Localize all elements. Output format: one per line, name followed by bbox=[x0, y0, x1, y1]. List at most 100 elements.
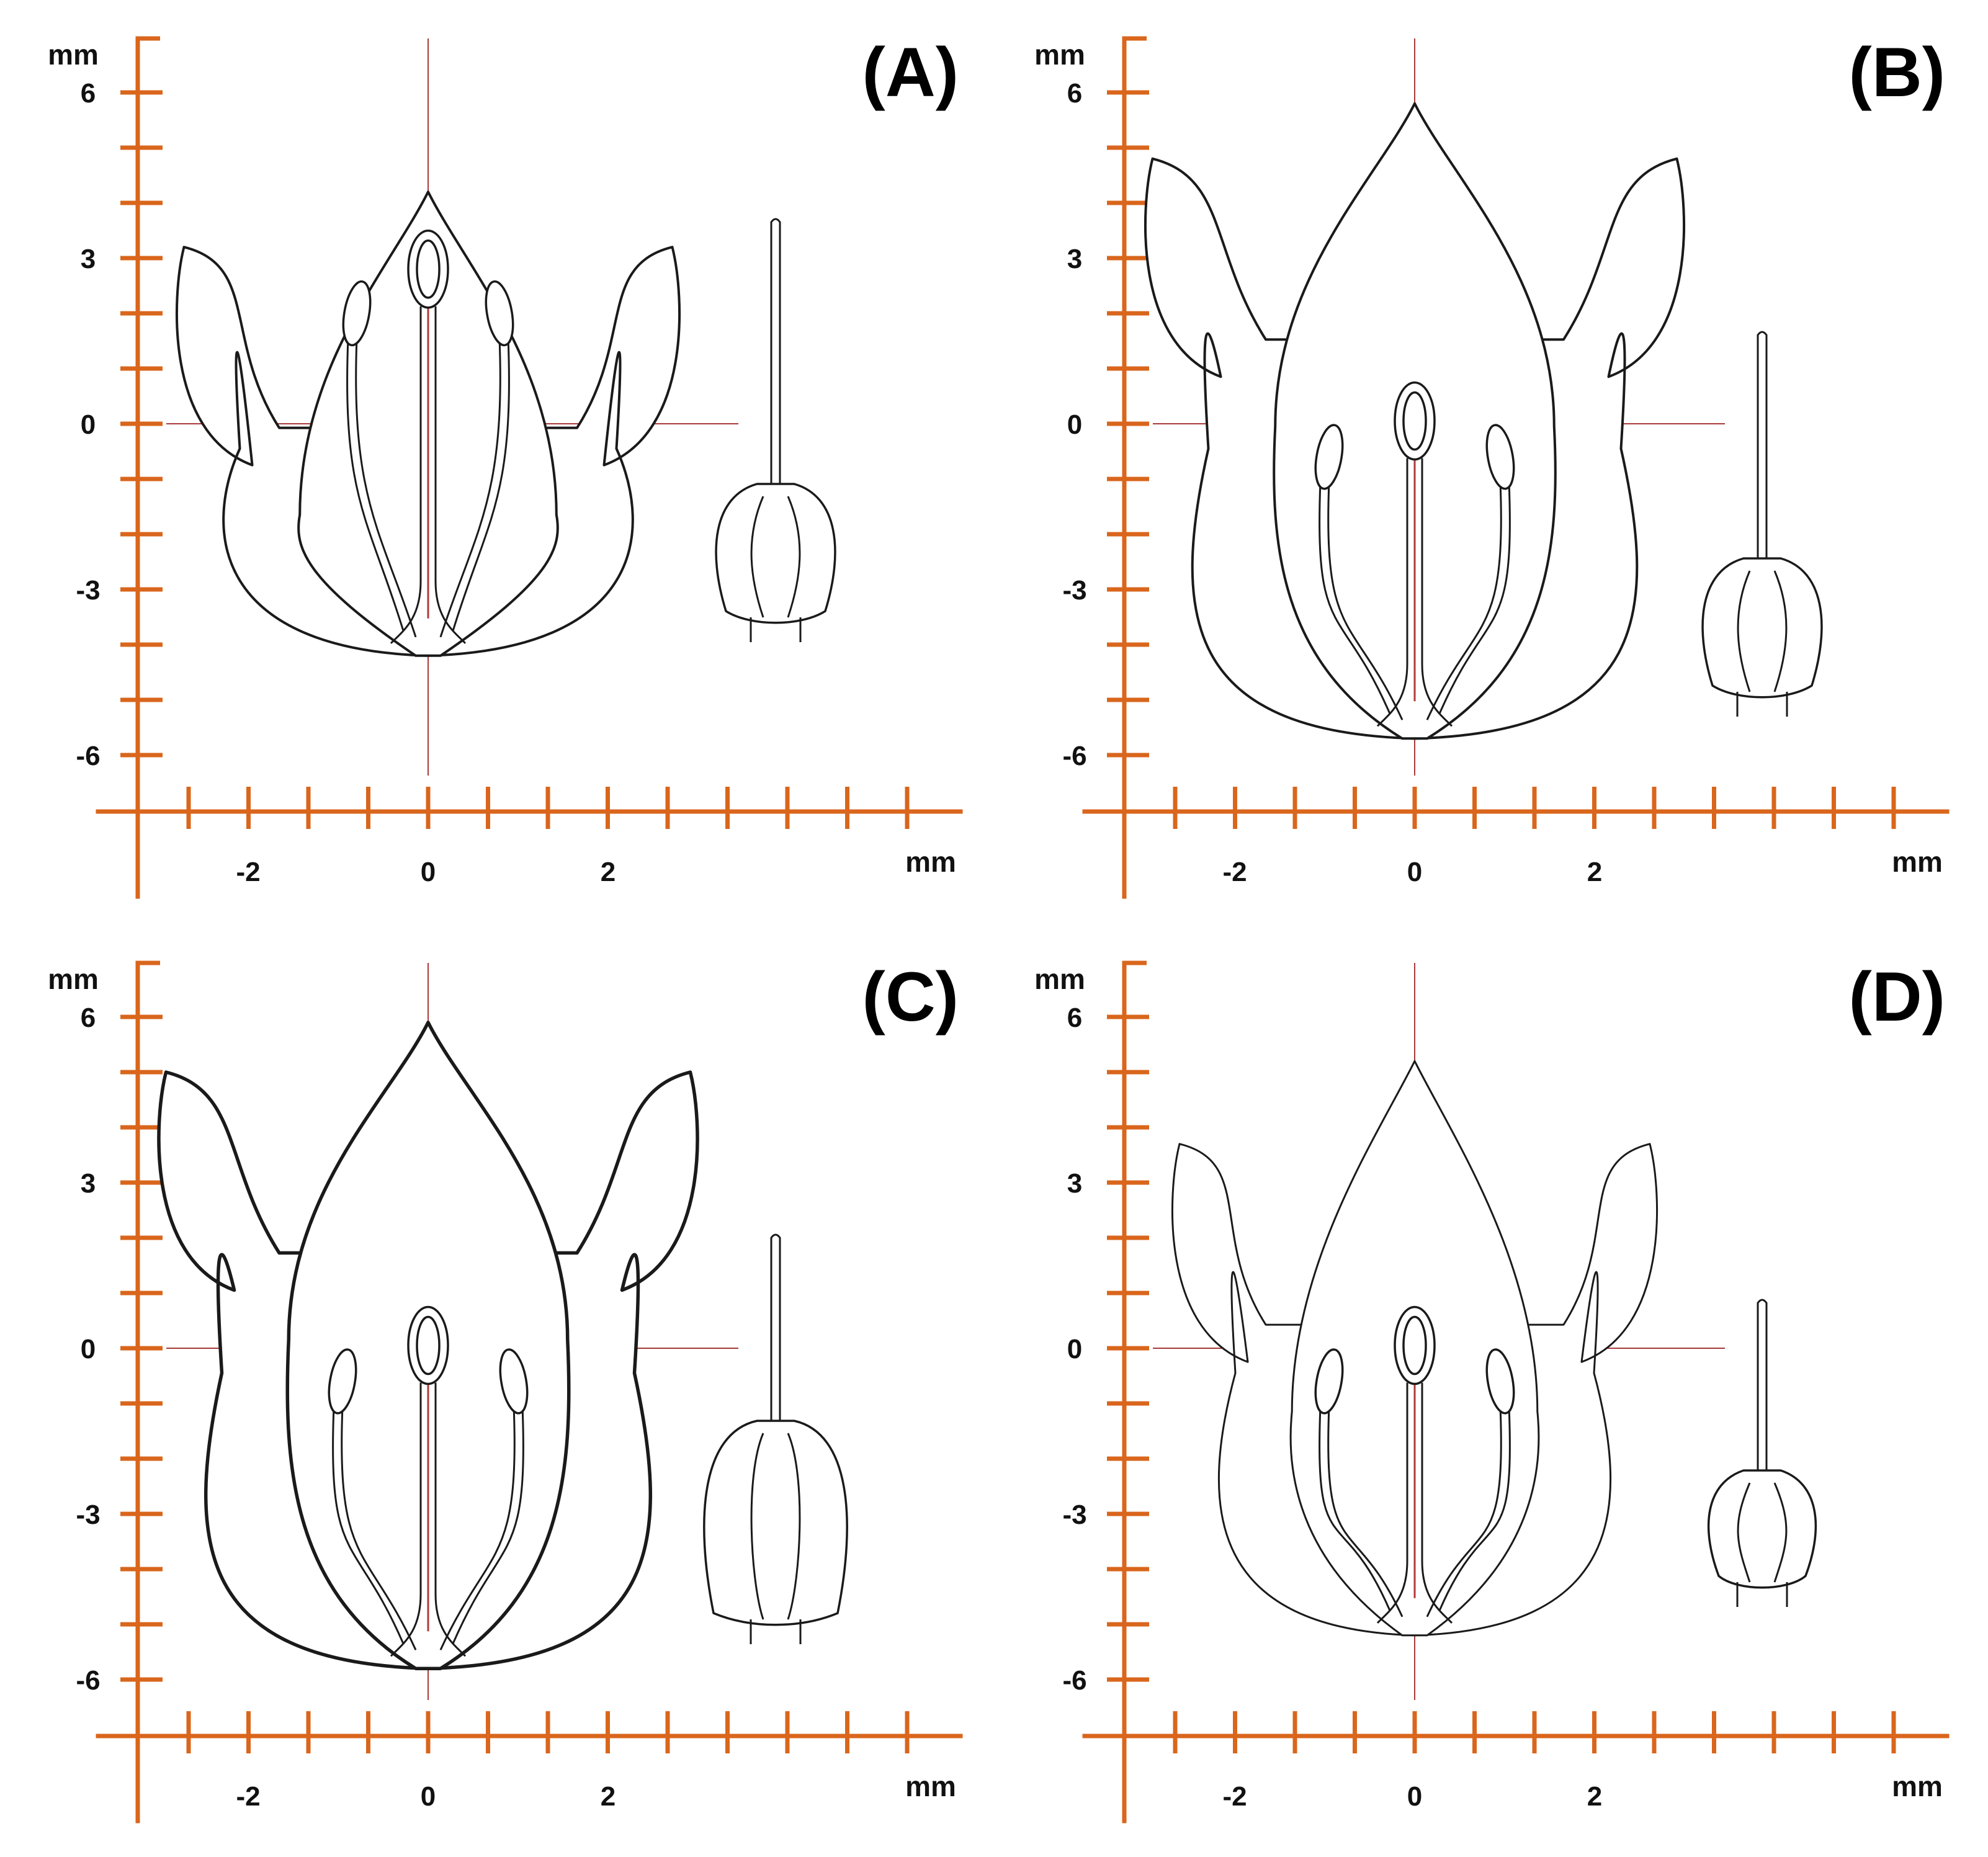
x-tick-label: 0 bbox=[1407, 1781, 1422, 1812]
ovary bbox=[1701, 557, 1823, 699]
lateral-anther bbox=[1314, 1348, 1344, 1415]
y-tick-label: 0 bbox=[1067, 1334, 1082, 1364]
central-filament-left bbox=[390, 306, 422, 644]
filament-line bbox=[1438, 481, 1511, 714]
y-tick-label: 3 bbox=[1067, 1168, 1082, 1199]
central-filament-right bbox=[1421, 458, 1453, 727]
ovary-rib bbox=[1773, 1482, 1788, 1583]
y-tick-label: 6 bbox=[1067, 78, 1082, 109]
pistil-style bbox=[770, 1233, 781, 1421]
filament-line bbox=[355, 338, 417, 638]
central-filament-left bbox=[1376, 1382, 1408, 1624]
filament-line bbox=[341, 1406, 417, 1650]
central-anther-inner bbox=[1402, 1315, 1427, 1376]
filament-line bbox=[1438, 1406, 1511, 1611]
filament-line bbox=[1426, 1406, 1502, 1618]
filament-line bbox=[439, 1406, 516, 1650]
x-tick-label: 0 bbox=[421, 1781, 436, 1812]
y-tick-label: -3 bbox=[76, 575, 100, 606]
panel-label: (D) bbox=[1849, 958, 1945, 1036]
central-filament-right bbox=[434, 1382, 467, 1657]
filament-line bbox=[346, 338, 405, 632]
y-tick-label: -6 bbox=[76, 741, 100, 771]
panel-label: (A) bbox=[862, 34, 959, 111]
y-tick-label: 0 bbox=[1067, 409, 1082, 440]
central-filament-right bbox=[1421, 1382, 1453, 1624]
filament-line bbox=[1327, 481, 1404, 720]
x-tick-label: -2 bbox=[236, 1781, 260, 1812]
x-tick-label: 2 bbox=[601, 857, 616, 887]
pedicel bbox=[1736, 1582, 1788, 1607]
filament-line bbox=[1319, 1406, 1391, 1611]
lateral-anther bbox=[328, 1348, 357, 1415]
central-filament-right bbox=[434, 306, 467, 644]
lateral-anther bbox=[1485, 424, 1515, 490]
ovary-rib bbox=[750, 496, 764, 618]
y-tick-label: -6 bbox=[1062, 1665, 1086, 1696]
y-unit-label: mm bbox=[1034, 38, 1085, 71]
central-anther-inner bbox=[416, 239, 441, 299]
y-unit-label: mm bbox=[48, 38, 99, 71]
pistil-style bbox=[1757, 1299, 1768, 1470]
lateral-anther bbox=[342, 280, 372, 347]
pedicel bbox=[750, 617, 802, 642]
x-tick-label: -2 bbox=[1222, 1781, 1247, 1812]
ovary bbox=[703, 1420, 848, 1626]
filament-line bbox=[1319, 481, 1391, 714]
y-tick-label: -6 bbox=[76, 1665, 100, 1696]
y-tick-label: -6 bbox=[1062, 741, 1086, 771]
x-unit-label: mm bbox=[905, 846, 956, 878]
x-unit-label: mm bbox=[1892, 846, 1943, 878]
y-unit-label: mm bbox=[1034, 963, 1085, 995]
y-tick-label: 6 bbox=[81, 1003, 96, 1033]
central-filament-left bbox=[390, 1382, 422, 1657]
central-filament-left bbox=[1376, 458, 1408, 727]
pistil-style bbox=[1757, 331, 1768, 558]
y-tick-label: -3 bbox=[1062, 575, 1086, 606]
ovary-rib bbox=[750, 1433, 764, 1620]
x-tick-label: 0 bbox=[421, 857, 436, 887]
lateral-anther bbox=[1314, 424, 1344, 490]
y-unit-label: mm bbox=[48, 963, 99, 995]
lateral-anther bbox=[499, 1348, 529, 1415]
lateral-anther bbox=[485, 280, 514, 347]
filament-line bbox=[1426, 481, 1502, 720]
ovary-rib bbox=[1737, 1482, 1751, 1583]
filament-line bbox=[332, 1406, 405, 1644]
x-tick-label: 2 bbox=[1587, 1781, 1602, 1812]
y-tick-label: 0 bbox=[81, 1334, 96, 1364]
x-tick-label: 2 bbox=[601, 1781, 616, 1812]
pedicel bbox=[750, 1619, 802, 1644]
y-tick-label: 6 bbox=[1067, 1003, 1082, 1033]
ovary-rib bbox=[787, 1433, 801, 1620]
panel-label: (C) bbox=[862, 958, 959, 1036]
ovary bbox=[1707, 1469, 1817, 1589]
panel-label: (B) bbox=[1849, 34, 1945, 111]
x-tick-label: -2 bbox=[1222, 857, 1247, 887]
pistil-style bbox=[770, 218, 781, 484]
filament-line bbox=[452, 338, 510, 632]
panel-d: 6 3 0 -3 -6 -2 0 2 mm mm (D) bbox=[1034, 958, 1950, 1823]
pedicel bbox=[1736, 692, 1788, 717]
ovary bbox=[715, 483, 836, 624]
ovary-rib bbox=[1737, 570, 1751, 692]
ovary-rib bbox=[1773, 570, 1788, 692]
y-tick-label: -3 bbox=[1062, 1500, 1086, 1530]
central-anther-inner bbox=[1402, 391, 1427, 451]
y-tick-label: 3 bbox=[81, 1168, 96, 1199]
y-tick-label: -3 bbox=[76, 1500, 100, 1530]
x-tick-label: 2 bbox=[1587, 857, 1602, 887]
x-unit-label: mm bbox=[1892, 1770, 1943, 1802]
filament-line bbox=[452, 1406, 524, 1644]
lateral-anther bbox=[1485, 1348, 1515, 1415]
ovary-rib bbox=[787, 496, 801, 618]
central-anther-inner bbox=[416, 1315, 441, 1376]
y-tick-label: 3 bbox=[81, 244, 96, 274]
y-tick-label: 0 bbox=[81, 409, 96, 440]
y-tick-label: 3 bbox=[1067, 244, 1082, 274]
filament-line bbox=[439, 338, 501, 638]
